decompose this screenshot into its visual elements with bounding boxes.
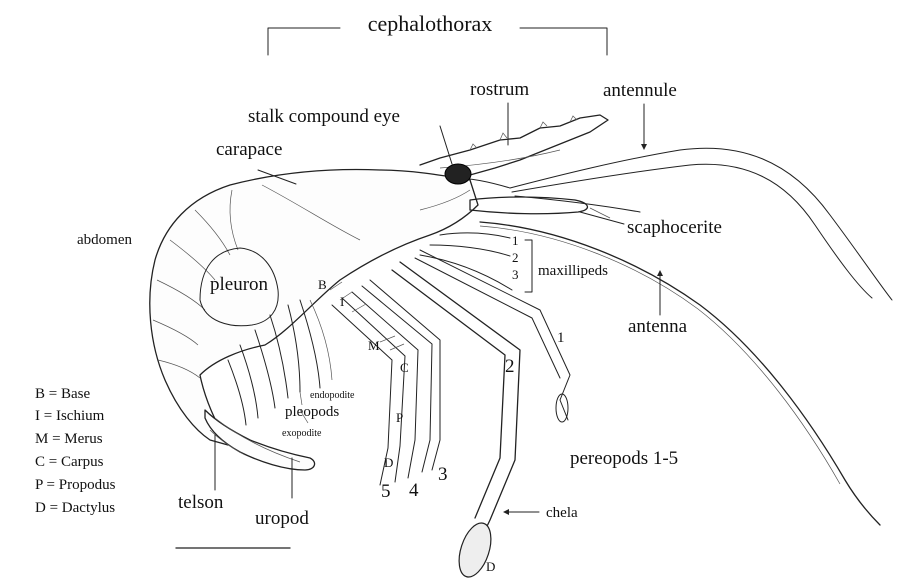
maxilliped-number-2: 2 xyxy=(512,250,519,265)
pereopods-label: pereopods 1-5 xyxy=(570,448,678,469)
leg-number-4: 4 xyxy=(409,480,419,501)
stalk-compound-eye-label: stalk compound eye xyxy=(248,106,400,127)
maxillipeds-label: maxillipeds xyxy=(538,263,608,279)
segment-letter-m: M xyxy=(368,338,380,353)
pleuron-label: pleuron xyxy=(210,274,269,295)
segment-letter-c: C xyxy=(400,360,409,375)
rostrum-label: rostrum xyxy=(470,79,529,100)
legend-item-merus: M = Merus xyxy=(35,431,103,447)
telson-label: telson xyxy=(178,492,224,513)
pleopods-label: pleopods xyxy=(285,404,339,420)
segment-legend: B = Base I = Ischium M = Merus C = Carpu… xyxy=(35,386,116,516)
antenna-label: antenna xyxy=(628,316,688,337)
segment-letter-b: B xyxy=(318,277,327,292)
rostrum-shape xyxy=(420,115,608,175)
segment-letter-d: D xyxy=(384,455,393,470)
legend-item-carpus: C = Carpus xyxy=(35,454,104,470)
legend-item-ischium: I = Ischium xyxy=(35,408,105,424)
exopodite-label: exopodite xyxy=(282,428,322,439)
legend-item-base: B = Base xyxy=(35,386,90,402)
leg-number-2: 2 xyxy=(505,356,515,377)
legend-item-propodus: P = Propodus xyxy=(35,477,116,493)
leg-number-3: 3 xyxy=(438,464,448,485)
maxilliped-number-1: 1 xyxy=(512,233,519,248)
scaphocerite-label: scaphocerite xyxy=(627,217,722,238)
legend-item-dactylus: D = Dactylus xyxy=(35,500,115,516)
antennule-label: antennule xyxy=(603,80,677,101)
cephalothorax-label: cephalothorax xyxy=(368,11,493,36)
segment-letter-p: P xyxy=(396,410,403,425)
segment-letter-i: I xyxy=(340,294,344,309)
pereopods-shape xyxy=(330,250,570,581)
segment-letter-chela-d: D xyxy=(486,559,495,574)
abdomen-label: abdomen xyxy=(77,232,132,248)
leg-number-5: 5 xyxy=(381,481,391,502)
endopodite-label: endopodite xyxy=(310,390,355,401)
carapace-label: carapace xyxy=(216,139,282,160)
leg-number-1: 1 xyxy=(557,330,565,346)
uropod-label: uropod xyxy=(255,508,309,529)
chela-label: chela xyxy=(546,505,578,521)
maxilliped-number-3: 3 xyxy=(512,267,519,282)
